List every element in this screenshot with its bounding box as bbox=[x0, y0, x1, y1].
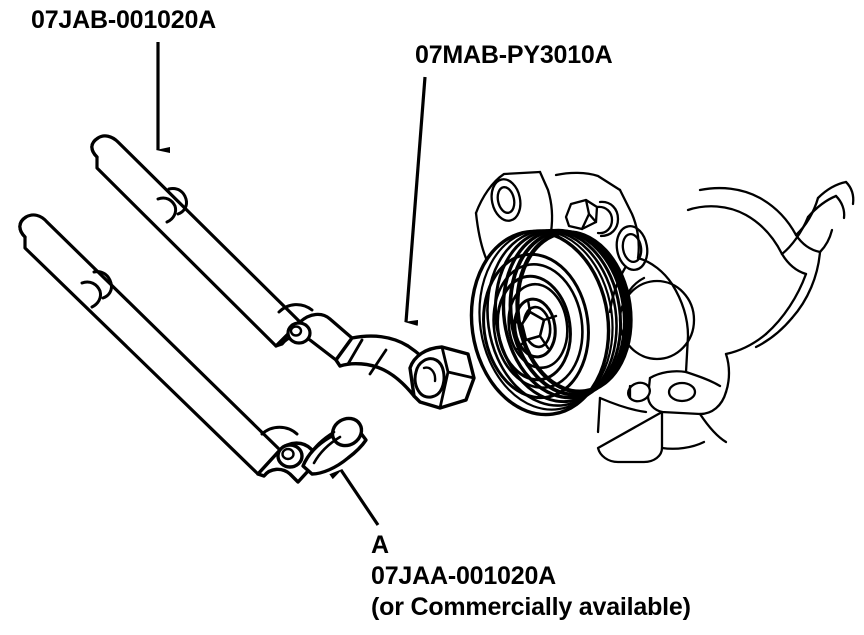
label-tool-lower-bar: 07JAA-001020A bbox=[371, 562, 557, 590]
universal-joint-adapter bbox=[256, 416, 368, 484]
breaker-bar-upper bbox=[90, 134, 302, 348]
callout-arrows bbox=[156, 42, 427, 526]
breaker-bar-lower bbox=[18, 213, 282, 476]
pulley-holder-tool bbox=[334, 334, 476, 410]
label-tool-lower-note: (or Commercially available) bbox=[371, 593, 691, 621]
label-tool-upper-bar: 07JAB-001020A bbox=[31, 6, 217, 34]
label-callout-letter: A bbox=[371, 531, 389, 559]
arrow-to-holder bbox=[404, 76, 427, 326]
upper-bar-swivel-head bbox=[274, 303, 354, 362]
crankshaft-pulley bbox=[469, 228, 633, 417]
arrow-to-swivel bbox=[329, 468, 380, 526]
label-tool-holder: 07MAB-PY3010A bbox=[415, 41, 613, 69]
engine-block bbox=[474, 170, 855, 464]
